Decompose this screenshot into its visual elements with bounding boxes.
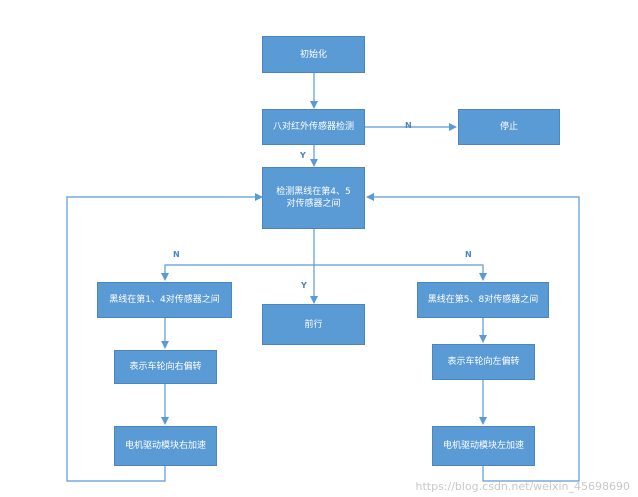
- right-branch-node: 黑线在第5、8对传感器之间: [417, 282, 549, 318]
- init-node: 初始化: [262, 36, 365, 73]
- edge-linecheck-right: [314, 264, 487, 281]
- turn-right-node: 表示车轮向右偏转: [114, 350, 217, 384]
- left-branch-node: 黑线在第1、4对传感器之间: [97, 282, 232, 318]
- line-check-node: 检测黑线在第4、5对传感器之间: [262, 167, 365, 229]
- edge-loop-left: [66, 193, 263, 482]
- watermark: https://blog.csdn.net/weixin_45698690: [415, 480, 630, 493]
- edge-label-n-stop: N: [405, 121, 412, 130]
- edge-label-y-line: Y: [300, 151, 306, 160]
- sensor-check-node: 八对红外传感器检测: [262, 109, 365, 145]
- turn-left-node: 表示车轮向左偏转: [432, 344, 535, 380]
- motor-right-node: 电机驱动模块右加速: [114, 426, 217, 466]
- forward-node: 前行: [262, 304, 365, 345]
- edge-label-n-left: N: [173, 250, 180, 259]
- stop-node: 停止: [458, 109, 560, 145]
- edge-loop-right: [366, 193, 580, 482]
- edge-linecheck-left: [161, 264, 314, 281]
- motor-left-node: 电机驱动模块左加速: [432, 426, 535, 466]
- edge-label-y-forward: Y: [301, 281, 307, 290]
- edge-label-n-right: N: [465, 250, 472, 259]
